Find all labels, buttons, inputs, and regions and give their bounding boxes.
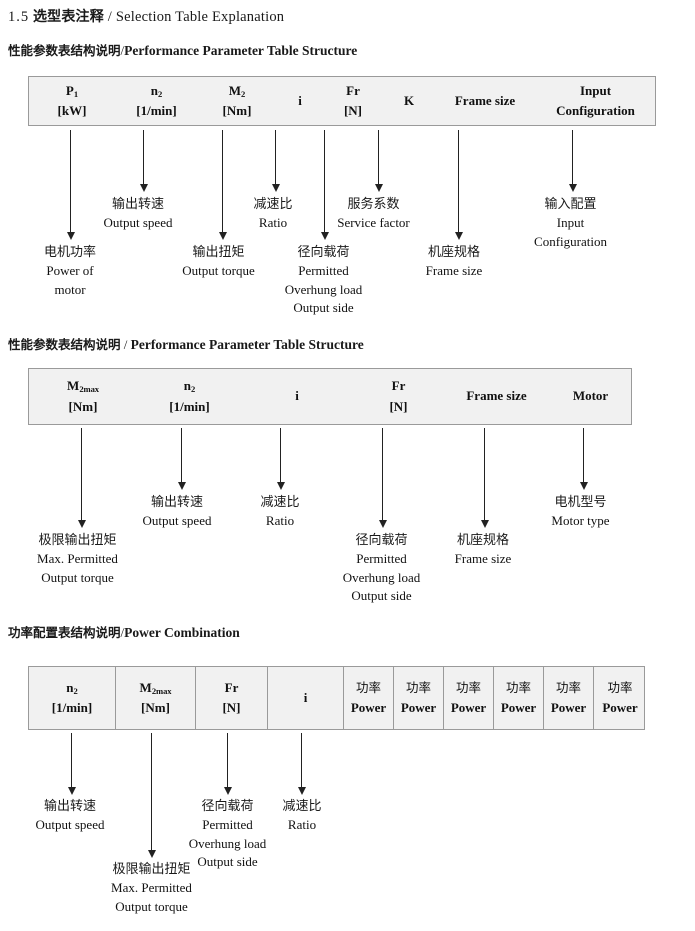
note-table2-overhung-load: 径向载荷 Permitted Overhung load Output side	[342, 533, 421, 604]
note-table2-frame-size: 机座规格 Frame size	[454, 533, 512, 567]
note-table2-output-speed: 输出转速 Output speed	[142, 495, 212, 529]
section-heading-1-separator: /	[120, 43, 125, 58]
note-table1-service-factor: 服务系数 Service factor	[337, 197, 410, 231]
table3-col-i: i	[267, 667, 343, 729]
arrow-table1-k	[373, 130, 384, 192]
performance-parameter-table-2: M2max [Nm] n2 [1/min] i Fr [N] Frame siz…	[28, 368, 632, 425]
section-heading-3-cn: 功率配置表结构说明	[8, 625, 121, 640]
table3-col-power-2: 功率 Power	[393, 667, 443, 729]
section-heading-3-en: Power Combination	[124, 625, 240, 640]
note-table2-motor-type: 电机型号 Motor type	[551, 495, 610, 529]
page-title: 1.5 选型表注释 / Selection Table Explanation	[8, 6, 284, 26]
arrow-table1-n2	[138, 130, 149, 192]
table2-col-n2: n2 [1/min]	[169, 378, 210, 414]
table3-col-fr: Fr [N]	[195, 667, 267, 729]
table3-col-power-6: 功率 Power	[593, 667, 646, 729]
note-table1-input-configuration: 输入配置 Input Configuration	[534, 197, 607, 249]
section-heading-1-en: Performance Parameter Table Structure	[124, 43, 358, 58]
arrow-table1-m2	[217, 130, 228, 240]
note-table1-output-torque: 输出扭矩 Output torque	[182, 245, 255, 279]
table1-col-m2: M2 [Nm]	[222, 82, 252, 118]
table2-col-fr: Fr [N]	[389, 378, 408, 414]
note-table2-ratio: 减速比 Ratio	[260, 495, 300, 529]
page-title-separator: /	[107, 9, 113, 25]
section-heading-2: 性能参数表结构说明 / Performance Parameter Table …	[8, 334, 364, 353]
table3-col-n2: n2 [1/min]	[51, 679, 93, 715]
arrow-table2-fr	[377, 428, 388, 528]
section-heading-2-cn: 性能参数表结构说明	[8, 337, 121, 352]
arrow-table1-input-configuration	[567, 130, 578, 192]
power-combination-table: n2 [1/min] M2max [Nm] Fr [N] i 功率 Power …	[28, 666, 645, 730]
table1-col-k: K	[403, 92, 415, 108]
note-table3-output-speed: 输出转速 Output speed	[35, 799, 105, 833]
note-table3-ratio: 减速比 Ratio	[282, 799, 322, 833]
arrow-table1-frame-size	[453, 130, 464, 240]
page-title-cn: 选型表注释	[32, 9, 104, 25]
table1-col-fr: Fr [N]	[343, 82, 363, 118]
arrow-table3-n2	[66, 733, 77, 795]
note-table3-overhung-load: 径向载荷 Permitted Overhung load Output side	[188, 799, 267, 870]
note-table1-overhung-load: 径向载荷 Permitted Overhung load Output side	[284, 245, 363, 316]
arrow-table2-i	[275, 428, 286, 490]
arrow-table1-i	[270, 130, 281, 192]
section-heading-2-en: Performance Parameter Table Structure	[130, 337, 364, 352]
table3-col-power-3: 功率 Power	[443, 667, 493, 729]
table2-col-motor: Motor	[572, 388, 609, 404]
table2-col-m2max: M2max [Nm]	[67, 378, 99, 414]
section-heading-1-cn: 性能参数表结构说明	[8, 43, 121, 58]
table1-col-i: i	[298, 92, 302, 108]
table3-col-m2max: M2max [Nm]	[115, 667, 195, 729]
arrow-table2-m2max	[76, 428, 87, 528]
page-title-number: 1.5	[8, 9, 30, 25]
table2-col-i: i	[295, 388, 299, 404]
note-table1-power-of-motor: 电机功率 Power of motor	[43, 245, 96, 297]
arrow-table2-motor	[578, 428, 589, 490]
section-heading-3-separator: /	[120, 625, 125, 640]
performance-parameter-table-1: P1 [kW] n2 [1/min] M2 [Nm] i Fr [N] K Fr…	[28, 76, 656, 126]
table1-col-input-configuration: Input Configuration	[556, 82, 635, 118]
note-table1-ratio: 减速比 Ratio	[253, 197, 293, 231]
table1-col-n2: n2 [1/min]	[136, 82, 177, 118]
arrow-table2-frame-size	[479, 428, 490, 528]
arrow-table3-i	[296, 733, 307, 795]
arrow-table2-n2	[176, 428, 187, 490]
table3-col-power-4: 功率 Power	[493, 667, 543, 729]
note-table1-frame-size: 机座规格 Frame size	[425, 245, 483, 279]
section-heading-1: 性能参数表结构说明/Performance Parameter Table St…	[8, 40, 357, 59]
arrow-table1-p1	[65, 130, 76, 240]
note-table1-output-speed: 输出转速 Output speed	[103, 197, 173, 231]
note-table3-max-permitted-output-torque: 极限输出扭矩 Max. Permitted Output torque	[111, 862, 192, 914]
table3-col-power-1: 功率 Power	[343, 667, 393, 729]
table2-col-frame-size: Frame size	[466, 388, 527, 404]
arrow-table3-m2max	[146, 733, 157, 858]
section-heading-3: 功率配置表结构说明/Power Combination	[8, 622, 240, 641]
table3-col-power-5: 功率 Power	[543, 667, 593, 729]
arrow-table3-fr	[222, 733, 233, 795]
page-title-en: Selection Table Explanation	[115, 9, 285, 25]
note-table2-max-permitted-output-torque: 极限输出扭矩 Max. Permitted Output torque	[37, 533, 118, 585]
section-heading-2-separator: /	[123, 337, 128, 352]
table1-col-p1: P1 [kW]	[57, 82, 87, 118]
table1-col-frame-size: Frame size	[454, 92, 516, 108]
